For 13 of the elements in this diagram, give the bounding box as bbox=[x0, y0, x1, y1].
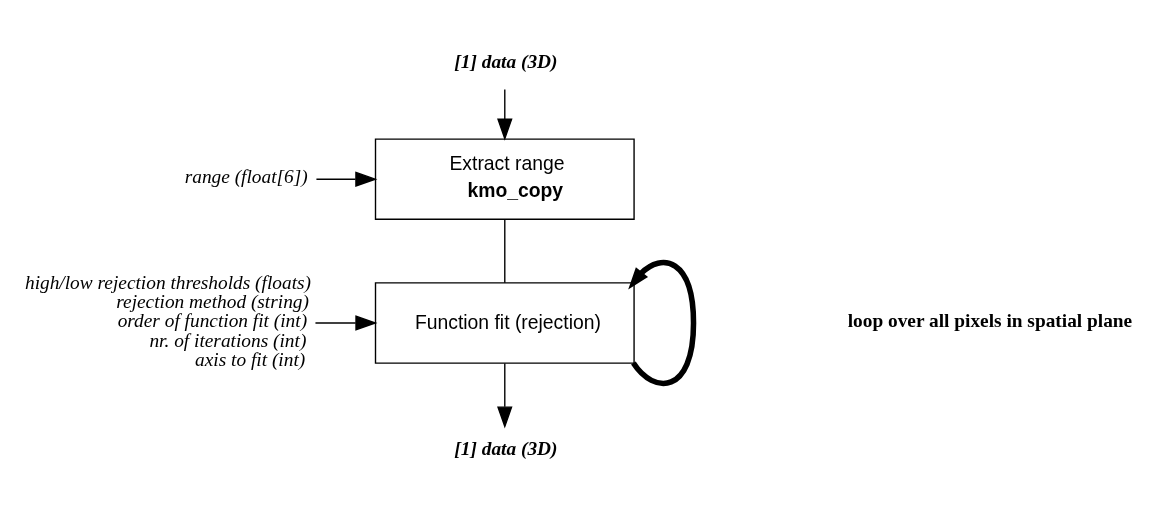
node-text: range (float[6]) bbox=[184, 165, 308, 187]
connector bbox=[504, 218, 506, 283]
node-box: Function fit (rejection) bbox=[374, 281, 635, 364]
node-text: high/low rejection thresholds (floats) rejection method (string) order of function fit (int) nr. of iterations (int) axis to fit (int) bbox=[24, 271, 312, 370]
node-text: [1] data (3D) bbox=[454, 50, 558, 72]
node-box: Extract range kmo_copy bbox=[374, 137, 635, 220]
node-text: [1] data (3D) bbox=[454, 437, 558, 459]
label: loop over all pixels in spatial plane bbox=[847, 309, 1133, 331]
arrow bbox=[497, 362, 513, 429]
arrow bbox=[497, 88, 513, 141]
arrow bbox=[315, 170, 378, 187]
arrow bbox=[628, 259, 697, 386]
arrow bbox=[314, 314, 378, 331]
